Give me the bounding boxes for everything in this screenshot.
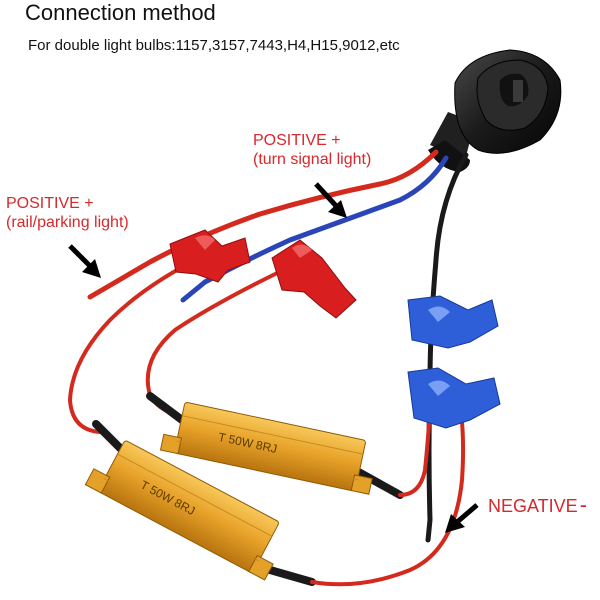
resistor-upper: T 50W 8RJ	[159, 402, 373, 495]
red-return-lower	[310, 378, 466, 587]
blue-tap-connector-top	[407, 295, 499, 349]
arrow-parking	[68, 244, 101, 278]
arrow-negative	[445, 503, 479, 533]
label-positive-parking: POSITIVE + (rail/parking light)	[6, 195, 129, 233]
page-subtitle: For double light bulbs:1157,3157,7443,H4…	[28, 37, 400, 54]
resistor-lower: T 50W 8RJ	[84, 440, 279, 581]
label-positive-turn-signal: POSITIVE + (turn signal light)	[253, 132, 371, 170]
label-negative-text: NEGATIVE	[488, 496, 578, 516]
red-wire-lower	[68, 246, 222, 434]
label-positive-parking-line2: (rail/parking light)	[6, 213, 129, 231]
arrow-turn-signal	[314, 182, 347, 218]
label-positive-turn-line1: POSITIVE +	[253, 132, 341, 149]
red-tap-connector-left	[169, 229, 251, 283]
label-positive-turn-line2: (turn signal light)	[253, 150, 372, 168]
label-negative-sign: -	[579, 492, 588, 517]
label-negative: NEGATIVE-	[488, 492, 587, 518]
red-wire-parking	[87, 149, 439, 300]
red-wire-upper	[145, 260, 302, 417]
page-title: Connection method	[25, 0, 216, 25]
blue-tap-connector-bottom	[407, 367, 501, 429]
label-positive-parking-line1: POSITIVE +	[6, 195, 94, 212]
red-tap-connector-right	[271, 239, 357, 319]
bulb-socket	[428, 49, 562, 172]
